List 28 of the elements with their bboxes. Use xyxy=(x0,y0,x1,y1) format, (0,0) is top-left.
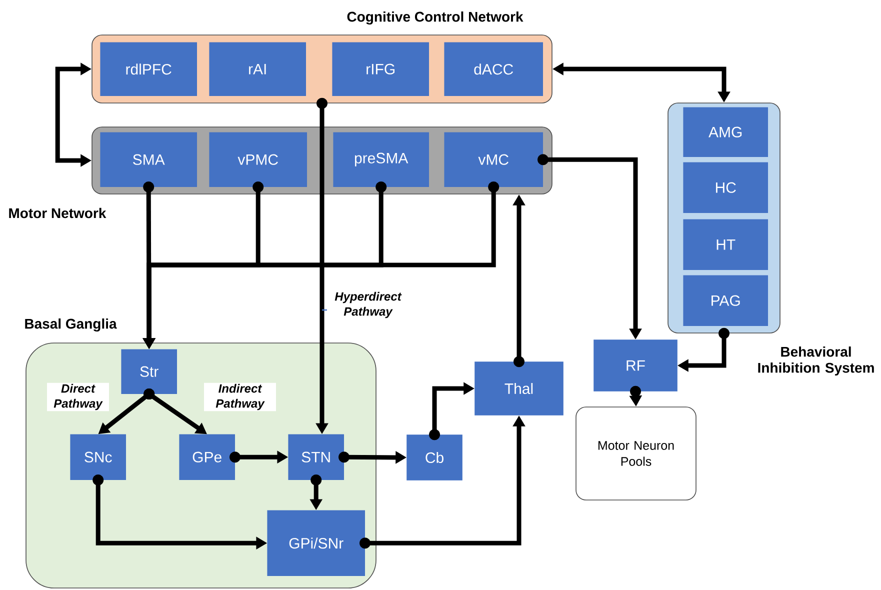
edge-label: Direct Pathway xyxy=(47,382,109,412)
region-box: rAI xyxy=(209,42,306,96)
output-box: Motor Neuron Pools xyxy=(576,406,696,500)
region-box: rIFG xyxy=(332,42,429,96)
region-box: rdlPFC xyxy=(100,42,197,96)
region-box: vPMC xyxy=(209,132,307,187)
region-box: SMA xyxy=(100,132,197,187)
group-heading: Behavioral Inhibition System xyxy=(758,346,874,376)
region-box: SNc xyxy=(70,434,126,480)
region-box: STN xyxy=(288,434,344,480)
region-box: HT xyxy=(683,219,768,270)
region-box: GPe xyxy=(179,434,235,480)
group-heading: Cognitive Control Network xyxy=(347,11,524,25)
region-box: dACC xyxy=(444,42,543,96)
region-box: GPi/SNr xyxy=(267,510,365,576)
region-box: RF xyxy=(594,340,678,392)
edge-label: Hyperdirect Pathway xyxy=(327,290,409,320)
region-box: preSMA xyxy=(333,132,429,187)
region-box: PAG xyxy=(683,275,768,326)
group-heading: Motor Network xyxy=(9,208,106,218)
region-box: vMC xyxy=(444,132,543,187)
region-box: Str xyxy=(121,349,177,394)
edge-label: Indirect Pathway xyxy=(204,382,276,412)
region-box: HC xyxy=(683,162,768,213)
group-heading: Basal Ganglia xyxy=(25,318,117,332)
region-box: Cb xyxy=(406,434,462,480)
region-box: AMG xyxy=(683,107,768,157)
region-box: Thal xyxy=(474,362,564,416)
